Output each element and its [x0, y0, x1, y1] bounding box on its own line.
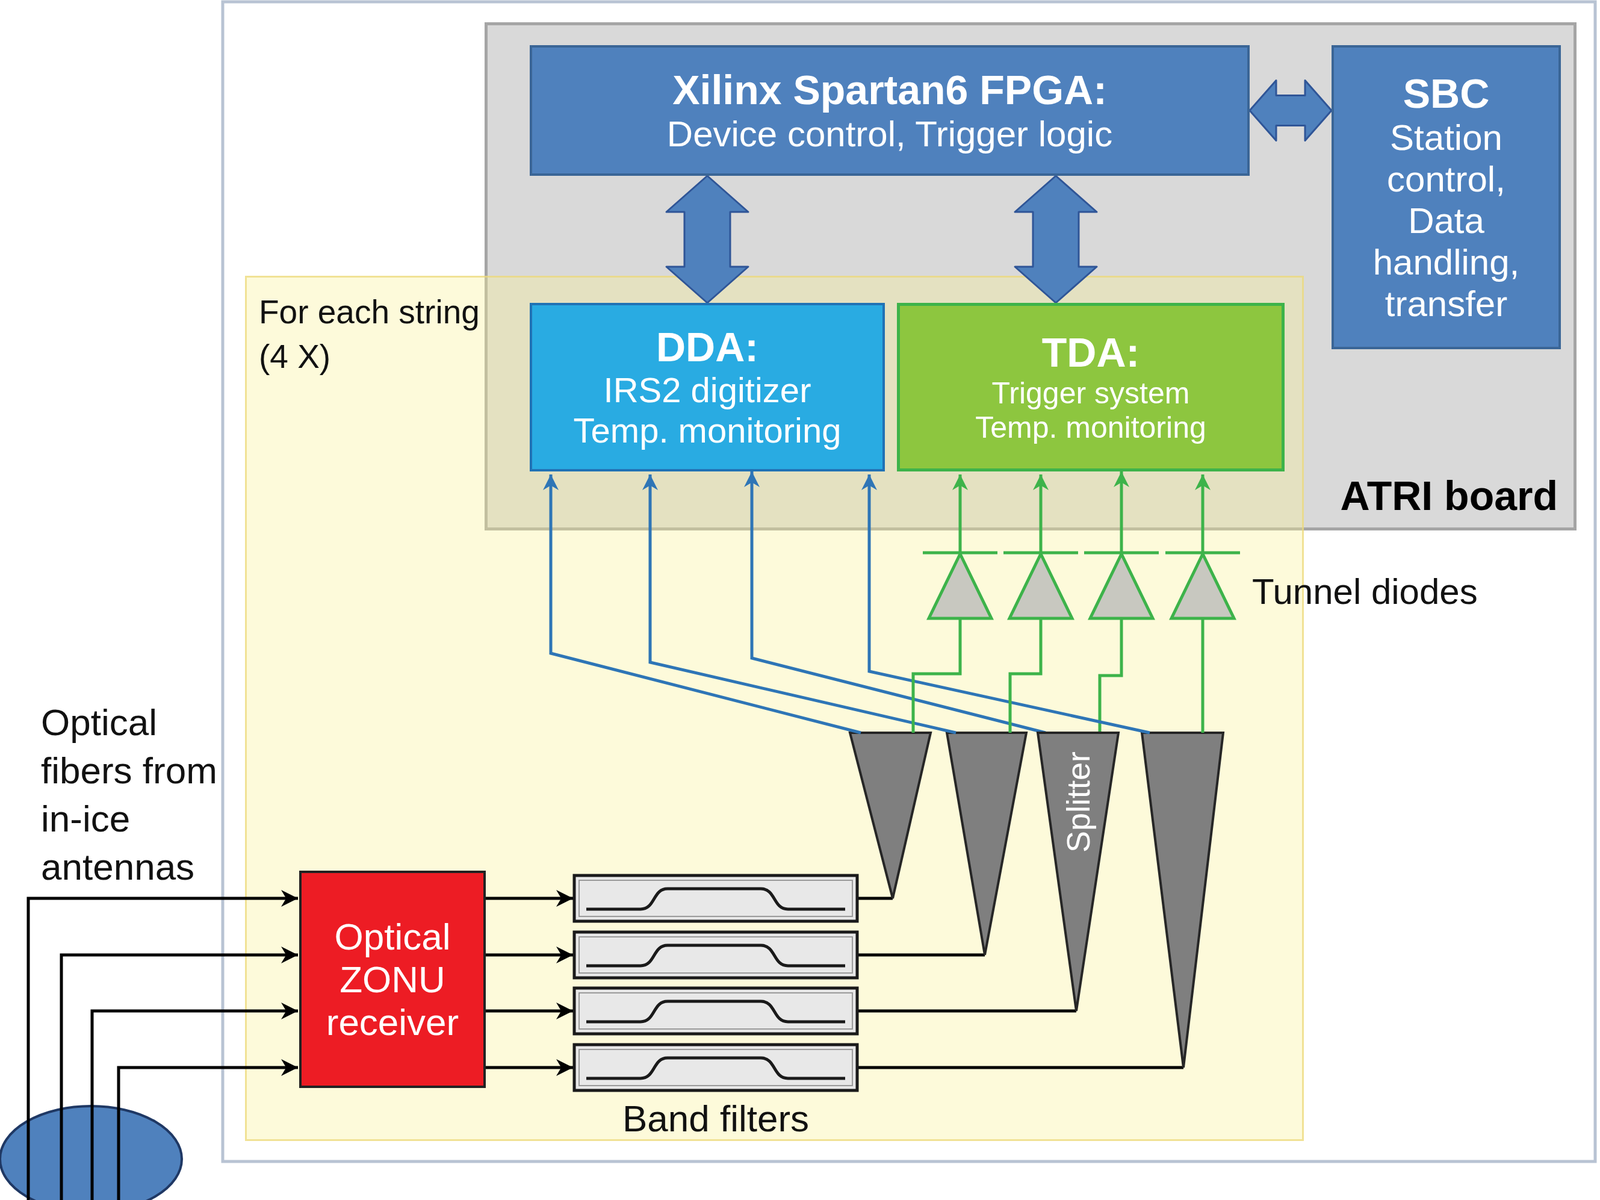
tda-box: TDA:Trigger system Temp. monitoring [896, 302, 1285, 472]
box-title: Optical ZONU receiver [317, 914, 468, 1044]
sbc-box: SBCStation control, Data handling, trans… [1331, 45, 1561, 350]
board-label: ATRI board [1340, 471, 1558, 519]
splitter-label: Splitter [1059, 751, 1097, 853]
enclosure-outline [222, 1, 1596, 1162]
splitter-symbol [1037, 732, 1119, 1011]
box-title: SBC [1403, 69, 1490, 117]
receiver-box: Optical ZONU receiver [299, 870, 486, 1088]
component-label: Band filters [622, 1096, 810, 1140]
box-body: Device control, Trigger logic [666, 113, 1113, 155]
region-label: For each string (4 X) [258, 289, 483, 380]
box-title: Xilinx Spartan6 FPGA: [672, 66, 1107, 114]
component-label: Tunnel diodes [1252, 570, 1478, 613]
box-body: Trigger system Temp. monitoring [955, 376, 1227, 446]
fiber-bundle [0, 1105, 182, 1200]
box-body: IRS2 digitizer Temp. monitoring [562, 370, 852, 451]
box-title: DDA: [656, 323, 759, 371]
splitter-shape: Splitter [1037, 732, 1119, 1011]
box-title: TDA: [1041, 328, 1140, 376]
fpga-box: Xilinx Spartan6 FPGA:Device control, Tri… [529, 45, 1250, 176]
dda-box: DDA:IRS2 digitizer Temp. monitoring [529, 302, 885, 472]
input-note: Optical fibers from in-ice antennas [40, 698, 240, 891]
box-body: Station control, Data handling, transfer [1356, 116, 1537, 325]
